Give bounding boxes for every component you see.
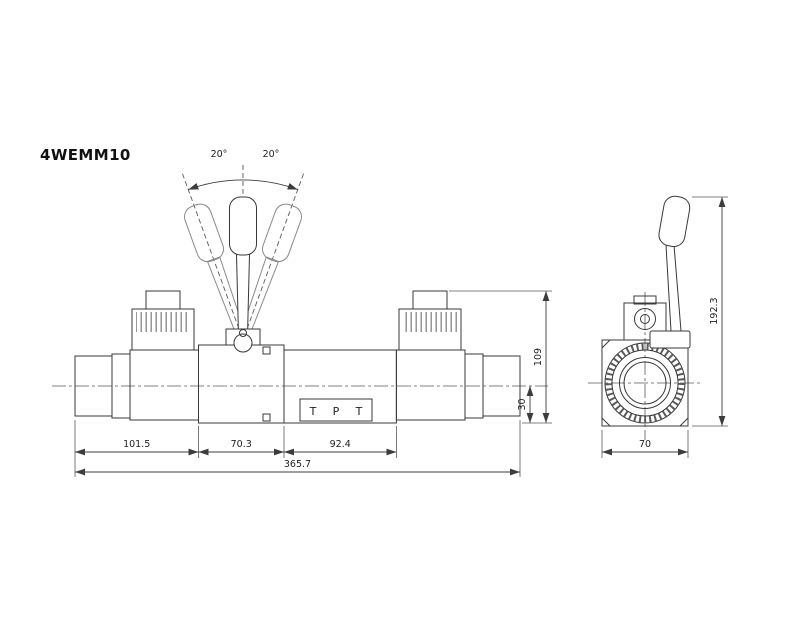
port-label-t2: T [355,405,363,418]
side-top-cap [633,295,657,305]
mounting-bolt-bottom [262,413,271,422]
left-coil-housing [129,349,199,421]
lever-handle [229,196,257,256]
front-dimensions-row1: 101.5 70.3 92.4 [75,439,397,456]
center-body [198,344,285,424]
dim-height: 109 [533,348,544,366]
dim-right-section: 92.4 [330,439,351,450]
right-coil-housing [395,349,466,421]
right-connector-cap [412,290,448,310]
lever-mount [225,328,261,353]
pivot-pin [239,329,247,337]
dim-center-to-bottom: 30 [517,398,528,410]
dim-side-width: 70 [639,439,651,450]
angle-label-left: 20° [211,149,228,160]
dim-center-section: 70.3 [231,439,252,450]
front-view: 20° 20° [52,149,552,477]
right-end-cap [482,355,521,417]
left-connector-ribs [136,312,190,332]
side-lever-handle [658,195,691,248]
side-circles [604,342,686,424]
dim-overall-length: 365.7 [284,459,311,470]
front-height-dimensions: 109 30 [517,291,550,423]
drawing-title: 4WEMM10 [40,146,131,164]
right-connector [398,290,462,351]
side-view: 192.3 70 [588,195,728,458]
dim-side-overall-height: 192.3 [709,297,720,324]
side-top-block [623,295,667,341]
port-label-p: P [333,405,340,418]
mounting-bolt-top [262,346,271,355]
lever-center [229,196,257,337]
left-connector [131,290,195,351]
front-dimension-overall: 365.7 [75,459,520,476]
left-connector-cap [145,290,181,310]
side-lever-shaft [665,244,682,332]
right-connector-ribs [403,312,457,332]
side-lever [649,195,691,349]
angle-label-right: 20° [263,149,280,160]
knurled-ring [605,343,685,423]
pivot-ball [233,333,253,353]
side-lever-arm [649,330,691,349]
port-label-t1: T [309,405,317,418]
side-dimensions: 192.3 70 [601,196,728,458]
angle-arc [188,179,298,191]
port-label-plate: T P T [299,398,373,422]
main-valve-block [283,349,397,424]
dim-left-section: 101.5 [123,439,150,450]
